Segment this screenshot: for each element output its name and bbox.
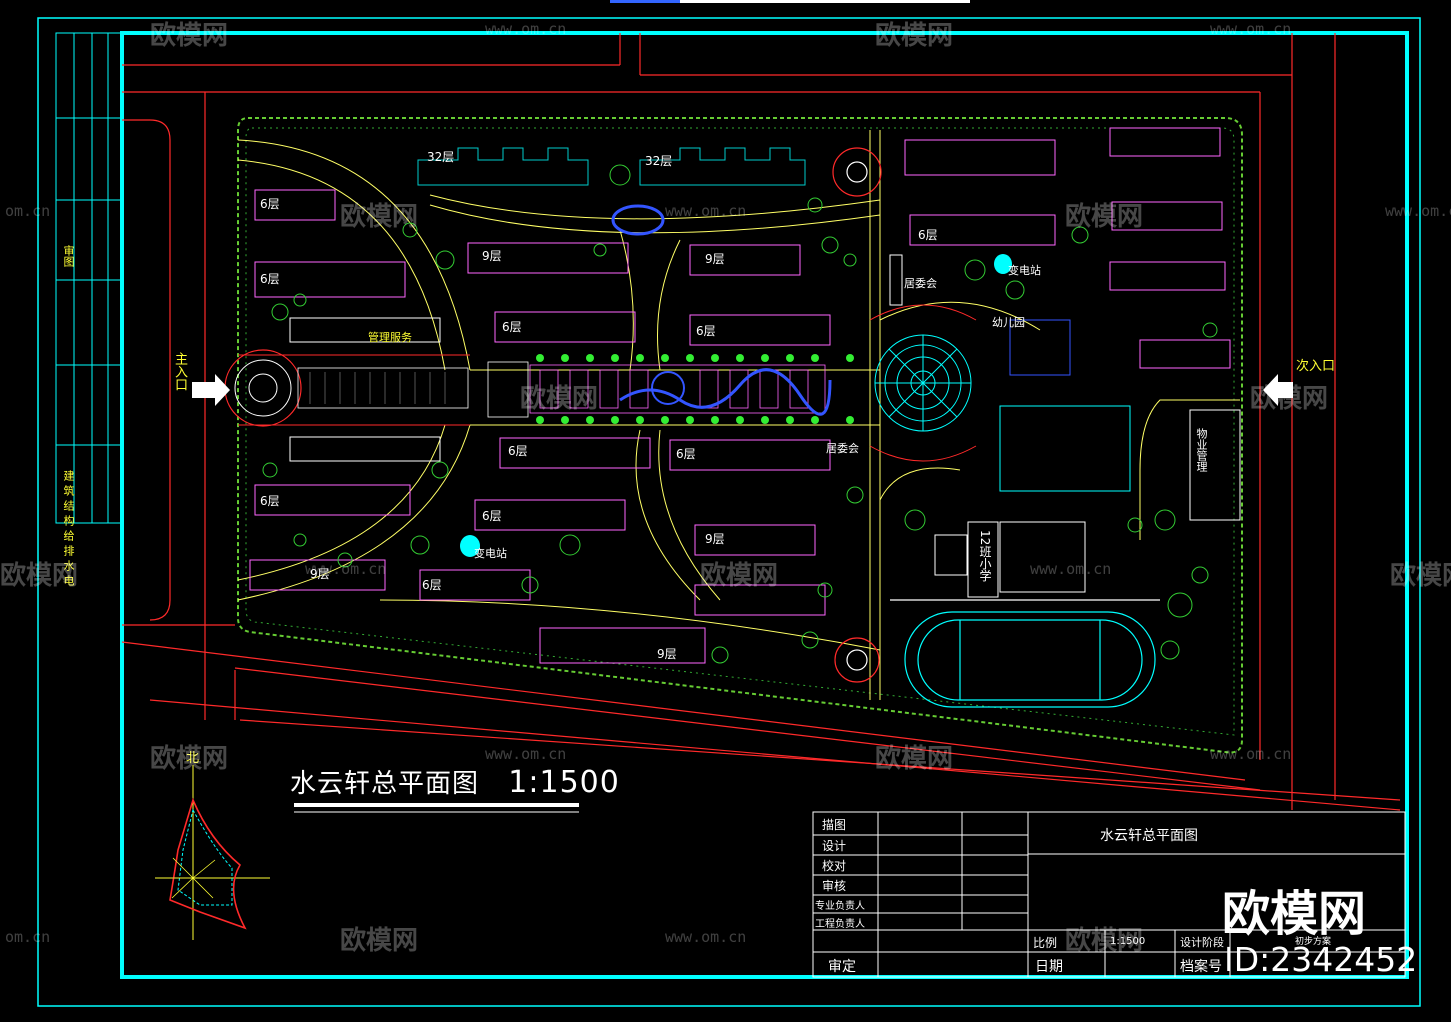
building-label-6f-h: 6层 [260, 494, 280, 508]
main-entrance-label: 主入口 [172, 352, 187, 391]
tower-label-2: 32层 [645, 154, 673, 168]
watermark-5: 欧模网 [520, 384, 599, 414]
tb-date-label: 日期 [1035, 959, 1063, 975]
trees [262, 164, 1218, 664]
roads [121, 33, 1401, 811]
site-boundary [237, 117, 1243, 754]
tb-row-discipline-lead: 专业负责人 [815, 901, 865, 912]
school-label: 12班小学 [978, 530, 992, 582]
committee-label-2: 居委会 [826, 442, 859, 455]
building-label-9f-a: 9层 [482, 249, 502, 263]
turnarounds [832, 147, 882, 683]
building-label-6f-i: 6层 [422, 578, 442, 592]
property-label: 物业管理 [1195, 428, 1208, 472]
management-label: 管理服务 [368, 331, 412, 344]
watermark-url-7: www.om.cn [1030, 560, 1112, 578]
left-strip-top-label: 审图 [62, 245, 75, 267]
north-arrow [155, 765, 270, 940]
watermark-url-5: www.om.cn [1385, 202, 1451, 220]
building-label-6f-g: 6层 [482, 509, 502, 523]
watermark-8: 欧模网 [700, 561, 779, 591]
building-label-6f-b: 6层 [260, 272, 280, 286]
main-entrance-arrow [192, 374, 230, 406]
drawing-title-text: 水云轩总平面图 [290, 769, 480, 799]
watermark-1: 欧模网 [150, 21, 229, 51]
building-label-6f-a: 6层 [260, 197, 280, 211]
building-label-9f-c: 9层 [705, 532, 725, 546]
watermark-7: 欧模网 [0, 561, 79, 591]
tb-stage-value: 初步方案 [1295, 937, 1332, 947]
building-label-6f-c: 6层 [502, 320, 522, 334]
drawing-title: 水云轩总平面图 1:1500 [290, 763, 620, 800]
internal-roads [237, 130, 1240, 700]
tb-scale-value: 1:1500 [1110, 936, 1146, 947]
watermark-2: 欧模网 [875, 21, 954, 51]
axis-trees [536, 354, 854, 424]
secondary-entrance-label: 次入口 [1296, 359, 1336, 374]
watermark-url-8: www.om.cn [485, 745, 567, 763]
watermark-12: 欧模网 [1065, 926, 1144, 956]
building-label-6f-j: 6层 [918, 228, 938, 242]
water [460, 254, 1012, 557]
watermark-3: 欧模网 [340, 202, 419, 232]
building-label-9f-b: 9层 [705, 252, 725, 266]
facilities [289, 254, 1241, 598]
watermark-url-4: www.om.cn [665, 202, 747, 220]
drawing-scale: 1:1500 [508, 765, 620, 800]
watermark-13: 欧模网 [1390, 561, 1451, 591]
building-label-6f-f: 6层 [676, 447, 696, 461]
watermark-9: 欧模网 [150, 744, 229, 774]
outer-frame [37, 17, 1421, 1007]
secondary-entrance-arrow [1263, 374, 1293, 406]
watermark-10: 欧模网 [875, 744, 954, 774]
watermark-url-10: om.cn [5, 928, 51, 946]
building-label-9f-d: 9层 [310, 567, 330, 581]
watermark-4: 欧模网 [1065, 202, 1144, 232]
kindergarten-label: 幼儿园 [992, 316, 1025, 329]
watermark-url-2: www.om.cn [1210, 20, 1292, 38]
main-entrance-plaza [224, 349, 529, 427]
tb-row-design: 设计 [822, 839, 847, 853]
building-label-9f-e: 9层 [657, 647, 677, 661]
tower-label-1: 32层 [427, 150, 455, 164]
sports-track [890, 599, 1160, 708]
substation-label-1: 变电站 [1008, 264, 1041, 277]
watermark-url-3: om.cn [5, 202, 51, 220]
tb-project-title: 水云轩总平面图 [1100, 828, 1198, 844]
central-circle-plaza [869, 304, 977, 462]
tb-row-check: 校对 [822, 859, 847, 873]
tb-row-project-lead: 工程负责人 [815, 919, 865, 930]
substation-label-2: 变电站 [474, 547, 507, 560]
watermark-11: 欧模网 [340, 926, 419, 956]
tb-scale-label: 比例 [1033, 936, 1058, 950]
left-strip-bottom-label: 建筑结构给排水电 [62, 470, 75, 590]
building-label-6f-e: 6层 [508, 444, 528, 458]
tb-approve-label: 审定 [828, 959, 856, 975]
title-block [812, 811, 1406, 978]
brand-watermark: 欧模网 [1222, 886, 1367, 942]
drawing-frame [120, 31, 1409, 979]
tb-row-review: 审核 [822, 879, 847, 893]
watermark-url-6: www.om.cn [305, 560, 387, 578]
committee-label-1: 居委会 [904, 277, 937, 290]
tb-file-label: 档案号 [1180, 959, 1222, 975]
tb-row-draw: 描图 [822, 818, 847, 832]
left-strip [55, 32, 123, 524]
watermark-url-11: www.om.cn [665, 928, 747, 946]
watermark-url-1: www.om.cn [485, 20, 567, 38]
watermark-6: 欧模网 [1250, 384, 1329, 414]
central-axis [529, 364, 832, 416]
towers-32f [417, 147, 806, 186]
building-label-6f-d: 6层 [696, 324, 716, 338]
brand-id: ID:2342452 [1224, 940, 1418, 979]
plaza-grid [309, 372, 446, 404]
title-underline [294, 803, 579, 807]
watermark-url-9: www.om.cn [1210, 745, 1292, 763]
tb-stage-label: 设计阶段 [1180, 936, 1224, 949]
buildings-magenta [249, 127, 1231, 664]
north-label: 北 [186, 751, 200, 766]
